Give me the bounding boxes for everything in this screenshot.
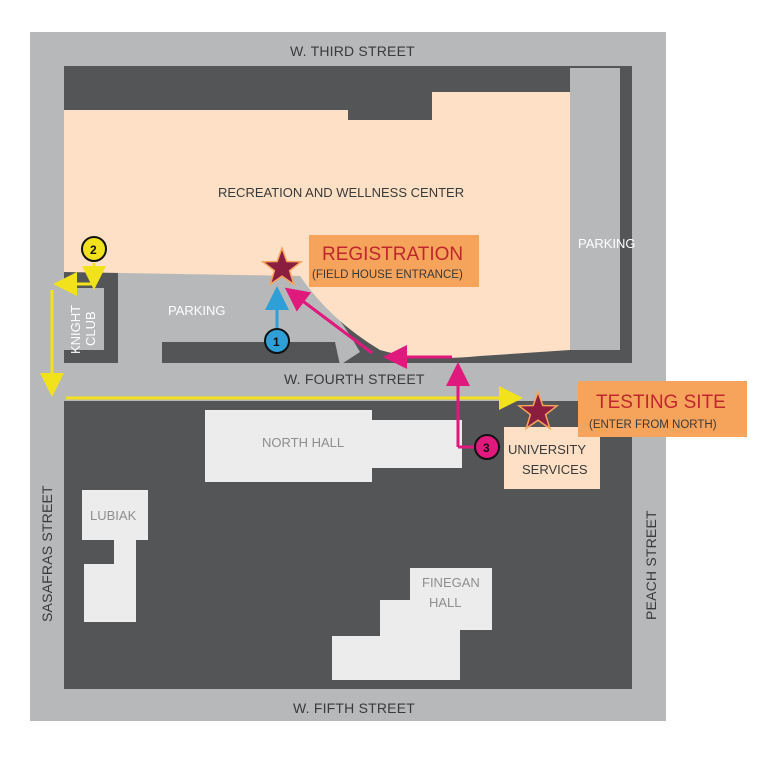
street-label-peach: PEACH STREET <box>643 510 659 620</box>
knight-club-label-line1: KNIGHT <box>68 305 83 354</box>
registration-callout-subtitle: (FIELD HOUSE ENTRANCE) <box>312 269 463 281</box>
university-services-label-line2: SERVICES <box>522 462 588 477</box>
north-hall-building <box>205 410 462 482</box>
street-label-third: W. THIRD STREET <box>290 43 415 59</box>
street-label-fourth: W. FOURTH STREET <box>284 371 425 387</box>
marker-3-number: 3 <box>483 441 490 455</box>
university-services-label-line1: UNIVERSITY <box>508 442 586 457</box>
lubiak-building <box>82 490 148 622</box>
parking-west-label: PARKING <box>168 303 226 318</box>
finegan-hall-building <box>332 568 492 680</box>
registration-callout-title: REGISTRATION <box>322 244 463 265</box>
testing-star-icon <box>516 389 560 431</box>
registration-callout-box <box>309 235 479 287</box>
parking-west-stall <box>135 345 155 365</box>
testing-callout-box <box>578 381 747 437</box>
route-pink <box>284 287 474 449</box>
testing-callout-title: TESTING SITE <box>596 392 726 413</box>
marker-2-number: 2 <box>90 243 97 257</box>
parking-east-lot <box>570 68 620 350</box>
north-hall-label: NORTH HALL <box>262 435 344 450</box>
street-label-sasafras: SASAFRAS STREET <box>39 485 55 622</box>
rec-center-building <box>64 92 570 358</box>
finegan-hall-label-line1: FINEGAN <box>422 575 480 590</box>
testing-callout-subtitle: (ENTER FROM NORTH) <box>589 419 717 431</box>
marker-3: 3 <box>474 434 500 460</box>
street-label-fifth: W. FIFTH STREET <box>293 700 415 716</box>
registration-star-icon <box>260 245 304 287</box>
parking-east-label: PARKING <box>578 236 636 251</box>
marker-1-number: 1 <box>273 335 280 349</box>
finegan-hall-label-line2: HALL <box>429 595 462 610</box>
marker-2: 2 <box>81 236 107 262</box>
knight-club-label-line2: CLUB <box>83 311 98 346</box>
knight-club-building <box>64 288 104 350</box>
marker-1: 1 <box>264 328 290 354</box>
university-services-building <box>504 427 600 489</box>
lubiak-label: LUBIAK <box>90 508 137 523</box>
rec-center-label: RECREATION AND WELLNESS CENTER <box>218 185 464 200</box>
route-yellow <box>40 263 523 410</box>
